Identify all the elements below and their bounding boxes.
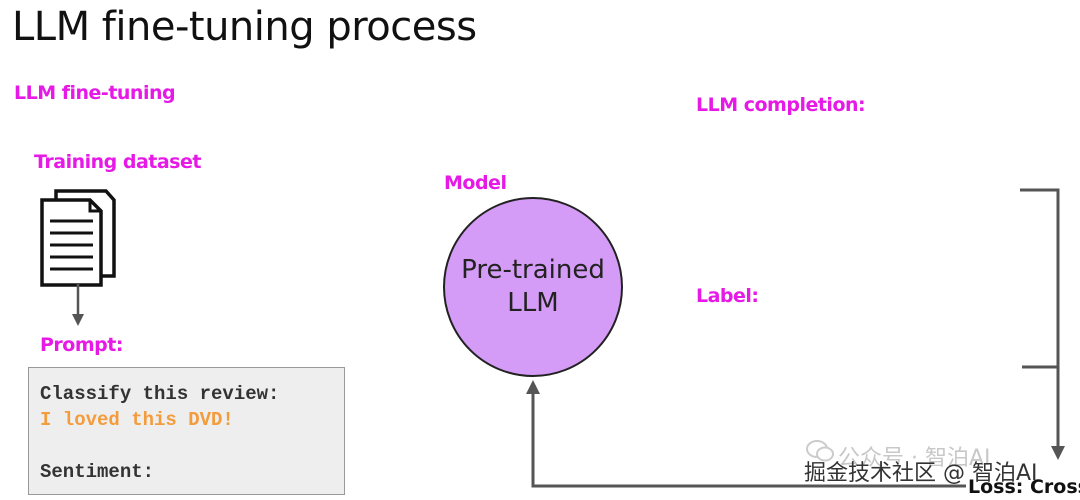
pretrained-llm-node: Pre-trained LLM xyxy=(443,197,623,377)
model-label: Model xyxy=(444,172,507,194)
prompt-line-sentiment: Sentiment: xyxy=(40,461,155,483)
completion-label: LLM completion: xyxy=(696,94,866,116)
watermark-line2: 掘金技术社区 @ 智泊AI xyxy=(804,461,1038,486)
prompt-line-review: I loved this DVD! xyxy=(40,409,234,431)
prompt-line-instruction: Classify this review: xyxy=(40,383,280,405)
dataset-to-prompt-arrow xyxy=(72,284,84,326)
bracket-arrowhead xyxy=(1051,446,1065,460)
label-label: Label: xyxy=(696,285,759,307)
prompt-label: Prompt: xyxy=(40,334,123,356)
watermark-line1: 公众号 · 智泊AI xyxy=(838,446,991,471)
feedback-arrowhead xyxy=(526,380,540,394)
comparison-bracket xyxy=(1020,188,1060,448)
feedback-line xyxy=(531,392,966,488)
training-dataset-label: Training dataset xyxy=(34,151,201,173)
prompt-box: Classify this review: I loved this DVD! … xyxy=(28,367,345,495)
section-label: LLM fine-tuning xyxy=(14,82,176,104)
document-stack-icon xyxy=(40,189,116,287)
model-node-line1: Pre-trained xyxy=(461,255,605,285)
wechat-icon xyxy=(806,440,834,462)
loss-label: Loss: Cross xyxy=(968,476,1080,498)
model-node-line2: LLM xyxy=(507,288,559,318)
page-title: LLM fine-tuning process xyxy=(12,4,477,50)
